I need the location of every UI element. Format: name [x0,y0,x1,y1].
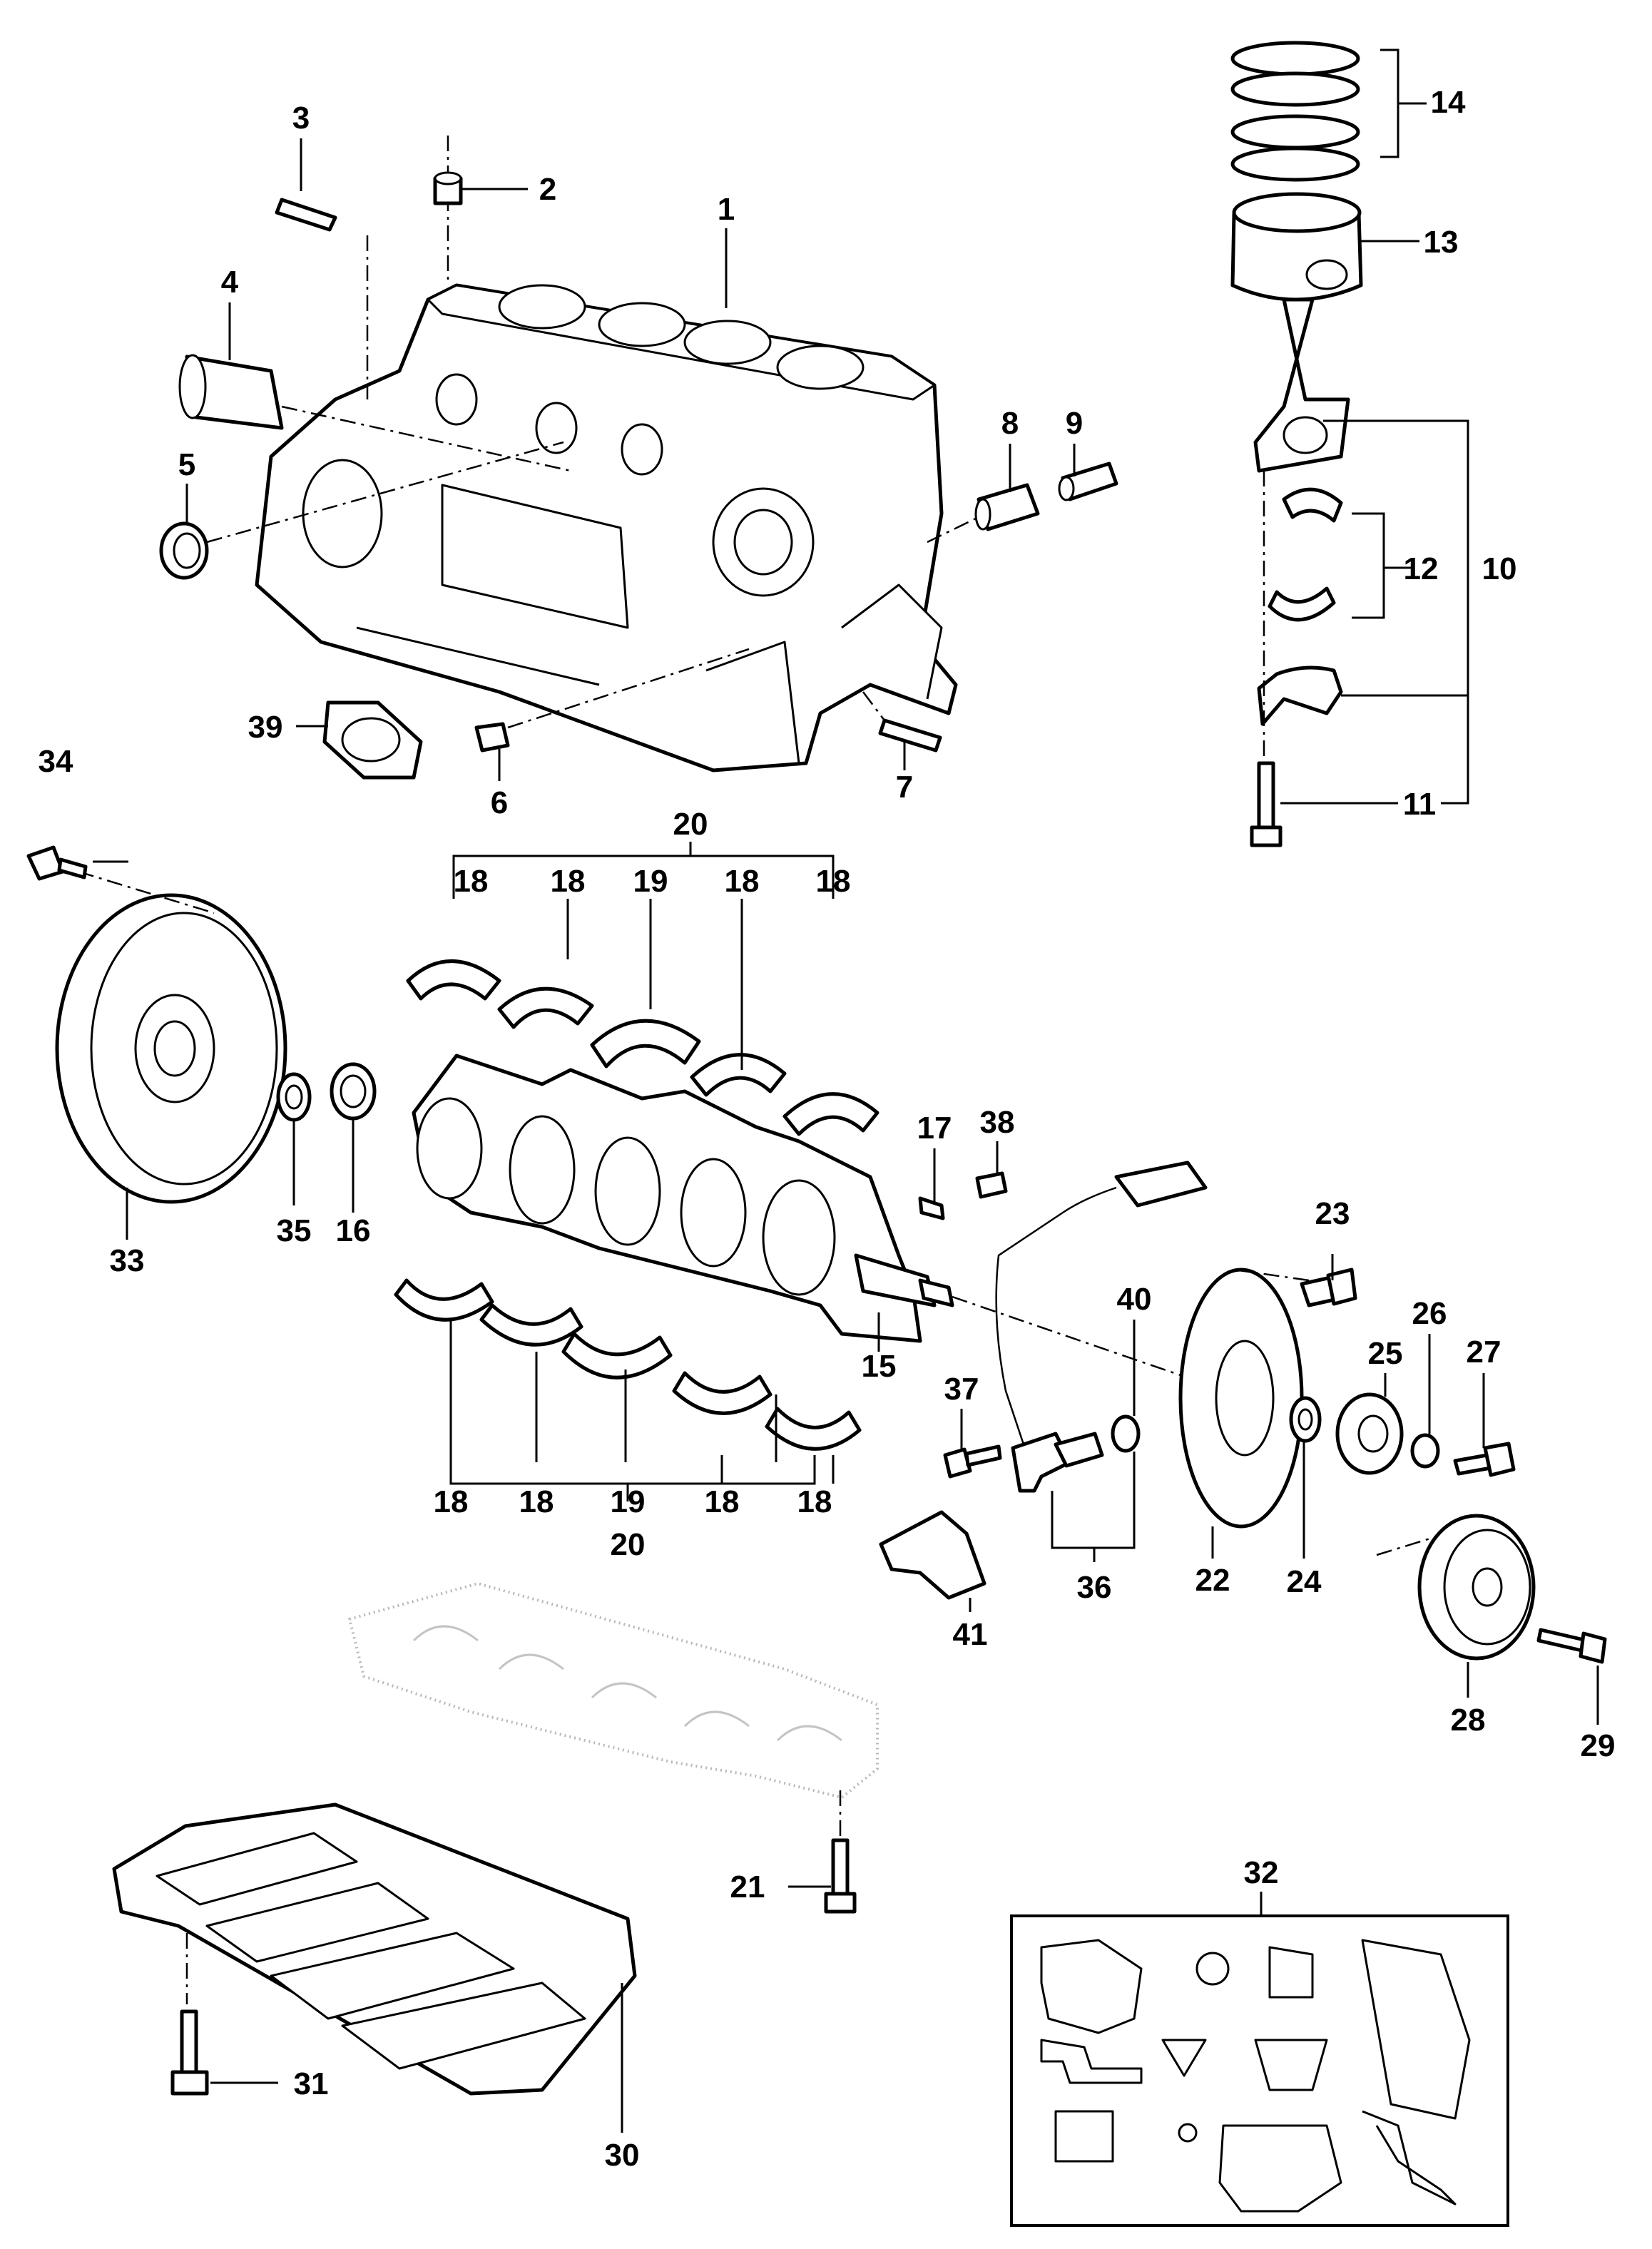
piston-rings [1230,41,1360,182]
callout-8: 8 [1001,406,1019,441]
flywheel-part [55,870,287,1204]
woodruff-key-part [918,1196,945,1220]
sensor-clip-part [975,1171,1008,1199]
callout-14: 14 [1431,85,1466,120]
thrust-washer-part [1410,1433,1440,1469]
bushing-part [178,354,571,472]
callout-15: 15 [862,1349,897,1384]
callout-18a: 18 [454,864,489,899]
callout-26: 26 [1412,1296,1447,1331]
rod-bolt-part [1250,471,1283,847]
callout-18g: 18 [705,1484,740,1519]
callout-5: 5 [178,447,195,482]
sensor-bolt-part [943,1444,1002,1479]
callout-21: 21 [730,1870,765,1904]
engine-block [255,283,958,772]
connecting-rod-part [1253,297,1350,473]
callout-33: 33 [110,1243,145,1278]
cap-bolt-part [824,1790,857,1914]
callout-23: 23 [1315,1196,1350,1231]
trigger-bolt-part [1300,1268,1357,1307]
crank-pulley-part [1376,1514,1536,1661]
callout-18f: 18 [519,1484,554,1519]
callout-17: 17 [917,1111,952,1146]
plug-lower-part [474,648,750,753]
crank-sensor-part [995,1161,1208,1493]
callout-32: 32 [1244,1855,1279,1890]
callout-18h: 18 [797,1484,832,1519]
callout-40: 40 [1117,1282,1152,1317]
frame-bolt-part [170,2009,209,2096]
leader-lines [93,49,1599,2133]
crank-seal-part [330,1062,377,1121]
callout-35: 35 [277,1213,312,1248]
sensor-oring-part [1111,1414,1141,1453]
callout-18e: 18 [434,1484,469,1519]
callout-37: 37 [944,1372,979,1407]
callout-22: 22 [1195,1563,1230,1598]
bearing-shells-rod [1268,487,1343,622]
callout-labels: 1 2 3 4 5 6 7 8 9 10 11 12 13 14 15 16 1… [39,85,1616,2173]
callout-39: 39 [248,710,283,745]
callout-20b: 20 [611,1527,646,1562]
cover-plate-part [322,700,423,780]
seal-ring-part [159,441,564,580]
callout-18c: 18 [725,864,760,899]
callout-30: 30 [605,2138,640,2173]
callout-34: 34 [39,744,73,779]
callout-38: 38 [980,1105,1015,1140]
dowel-pin-upper [275,198,369,399]
sensor-bracket-part [879,1510,986,1600]
callout-1: 1 [718,192,735,227]
callout-31: 31 [294,2066,329,2101]
callout-19b: 19 [611,1484,646,1519]
callout-4: 4 [221,265,239,300]
callout-18d: 18 [816,864,851,899]
callout-11: 11 [1403,787,1437,822]
callout-3: 3 [292,101,310,136]
callout-25: 25 [1368,1336,1403,1371]
callout-27: 27 [1467,1335,1501,1370]
crankshaft-part [412,1054,1206,1385]
dowel-pin-lower [862,691,942,753]
callout-7: 7 [896,770,913,805]
pilot-bearing-part [276,1072,312,1122]
main-bearing-shells-lower [394,1278,862,1451]
main-bearing-shells-upper [406,959,879,1136]
callout-2: 2 [539,172,556,207]
spacer-washer-part [1289,1396,1322,1443]
callout-16: 16 [336,1213,371,1248]
callout-12: 12 [1404,551,1439,586]
sensor-plug-part [1058,461,1118,501]
crank-sprocket-part [1335,1392,1404,1475]
rod-cap-part [1257,665,1343,726]
gasket-set-box [1010,1914,1509,2227]
pulley-bolt-part [1453,1442,1516,1477]
callout-41: 41 [953,1617,988,1652]
callout-6: 6 [491,785,508,820]
callout-9: 9 [1066,406,1083,441]
bearing-cap-ladder-ghost [348,1582,879,1799]
trigger-wheel-part [1178,1268,1335,1529]
lower-crankcase-frame-part [112,1802,637,2096]
piston-part [1230,192,1363,302]
callout-24: 24 [1287,1564,1322,1599]
callout-18b: 18 [551,864,586,899]
callout-36: 36 [1077,1570,1112,1605]
pulley-mount-bolt-part [1536,1628,1607,1664]
sleeve-part [927,483,1040,544]
callout-10: 10 [1482,551,1517,586]
callout-28: 28 [1451,1703,1486,1738]
callout-19a: 19 [633,864,668,899]
callout-20a: 20 [673,807,708,842]
flywheel-bolt-part [26,845,88,881]
callout-13: 13 [1424,225,1459,260]
plug-part [433,136,463,285]
callout-29: 29 [1581,1728,1616,1763]
